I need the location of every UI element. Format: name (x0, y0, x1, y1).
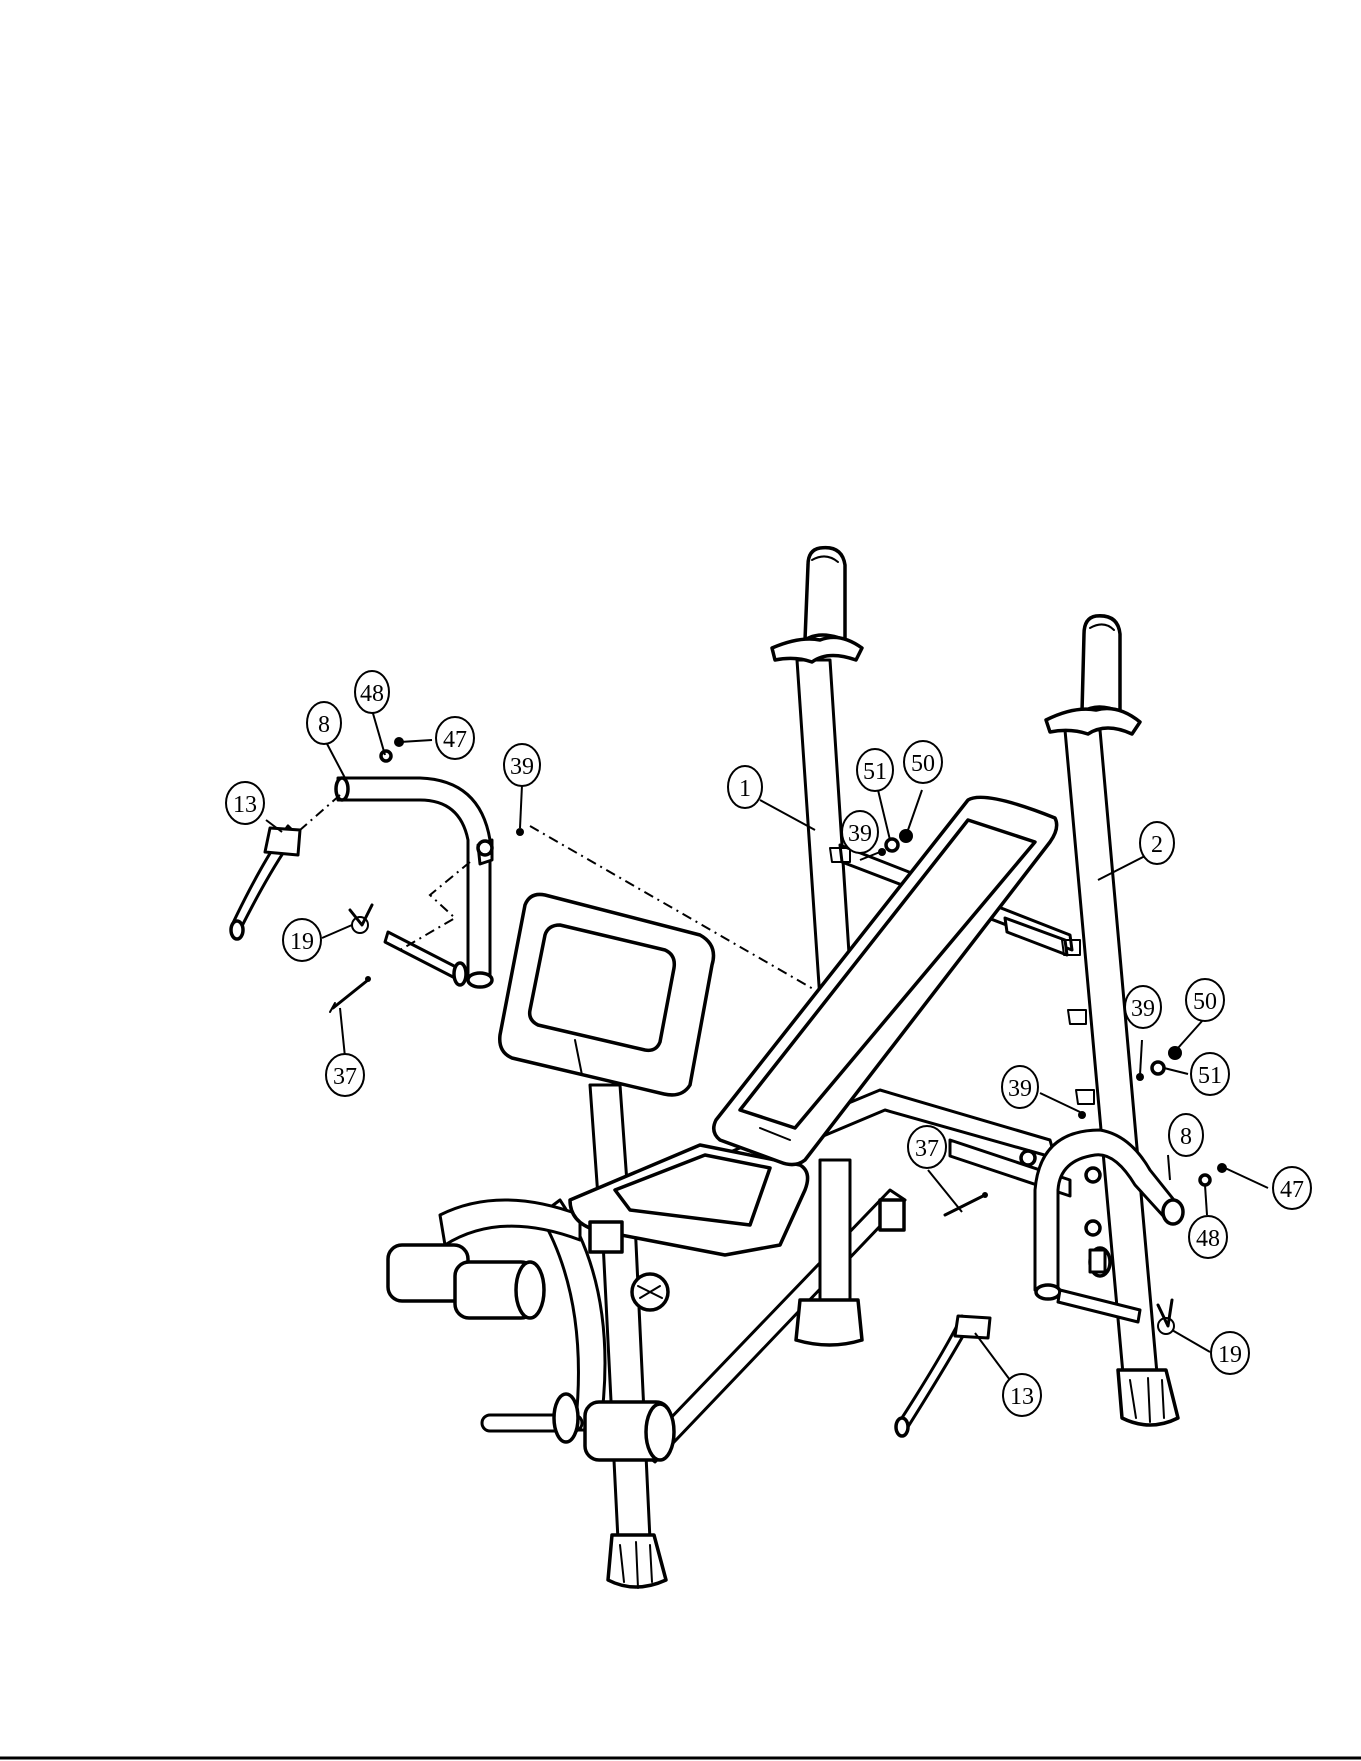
svg-text:19: 19 (290, 929, 314, 955)
callout-37-right: 37 (908, 1126, 946, 1168)
left-washer-part-48 (381, 751, 391, 761)
svg-text:8: 8 (318, 712, 330, 738)
callout-39-upright: 39 (842, 811, 878, 853)
pivot-bracket (590, 1222, 622, 1252)
callout-50-upright: 50 (904, 741, 942, 783)
svg-text:13: 13 (233, 792, 257, 818)
callout-39-right-lower: 39 (1002, 1066, 1038, 1108)
svg-text:50: 50 (1193, 989, 1217, 1015)
svg-text:1: 1 (739, 776, 751, 802)
upper-leg-roller (388, 1245, 544, 1318)
upright-nut-part-51 (886, 839, 898, 851)
callout-8-right: 8 (1169, 1114, 1203, 1156)
callout-13-right: 13 (1003, 1374, 1041, 1416)
callout-19-right: 19 (1211, 1332, 1249, 1374)
right-butterfly-arm-part-8 (1021, 1130, 1183, 1322)
left-clip-pin-part-19 (350, 905, 372, 933)
stabilizer-bracket (880, 1200, 904, 1230)
right-bolt-part-37 (945, 1192, 988, 1215)
right-nut-part-51 (1152, 1062, 1164, 1074)
svg-text:48: 48 (1196, 1226, 1220, 1252)
upright-knob-part-50 (899, 829, 913, 843)
callout-13-left: 13 (226, 782, 264, 824)
callout-37-left: 37 (326, 1054, 364, 1096)
callout-51-upright: 51 (857, 749, 893, 791)
callout-50-right: 50 (1186, 979, 1224, 1021)
svg-text:37: 37 (333, 1064, 357, 1090)
upright-left-part-1 (772, 548, 862, 1000)
left-washer-part-39 (516, 828, 524, 836)
svg-text:13: 13 (1010, 1384, 1034, 1410)
left-handle-part-13 (231, 826, 300, 939)
callout-51-right: 51 (1191, 1053, 1229, 1095)
svg-text:37: 37 (915, 1136, 939, 1162)
right-clip-pin-part-19 (1158, 1300, 1174, 1334)
right-knob-part-50 (1168, 1046, 1182, 1060)
callout-47-left: 47 (436, 717, 474, 759)
svg-text:50: 50 (911, 751, 935, 777)
svg-text:51: 51 (1198, 1063, 1222, 1089)
svg-text:51: 51 (863, 759, 887, 785)
svg-text:47: 47 (443, 727, 467, 753)
callout-48-right: 48 (1189, 1216, 1227, 1258)
callout-8-left: 8 (307, 702, 341, 744)
svg-text:48: 48 (360, 681, 384, 707)
callout-47-right: 47 (1273, 1167, 1311, 1209)
right-washer-part-48 (1200, 1175, 1210, 1185)
callout-19-left: 19 (283, 919, 321, 961)
svg-text:8: 8 (1180, 1124, 1192, 1150)
callout-1: 1 (728, 766, 762, 808)
svg-text:39: 39 (1008, 1076, 1032, 1102)
callout-48-left: 48 (355, 671, 389, 713)
svg-text:39: 39 (1131, 996, 1155, 1022)
bench-frame (388, 548, 1178, 1588)
svg-text:19: 19 (1218, 1342, 1242, 1368)
svg-text:39: 39 (510, 754, 534, 780)
left-butterfly-arm-part-8 (336, 778, 492, 987)
callout-39-right: 39 (1125, 986, 1161, 1028)
svg-text:2: 2 (1151, 832, 1163, 858)
callout-39-left: 39 (504, 744, 540, 786)
callout-2: 2 (1140, 822, 1174, 864)
rear-foot-cap (796, 1300, 862, 1345)
svg-text:39: 39 (848, 821, 872, 847)
left-bolt-part-37 (330, 976, 371, 1012)
svg-text:47: 47 (1280, 1177, 1304, 1203)
front-leg-post (602, 1222, 650, 1540)
